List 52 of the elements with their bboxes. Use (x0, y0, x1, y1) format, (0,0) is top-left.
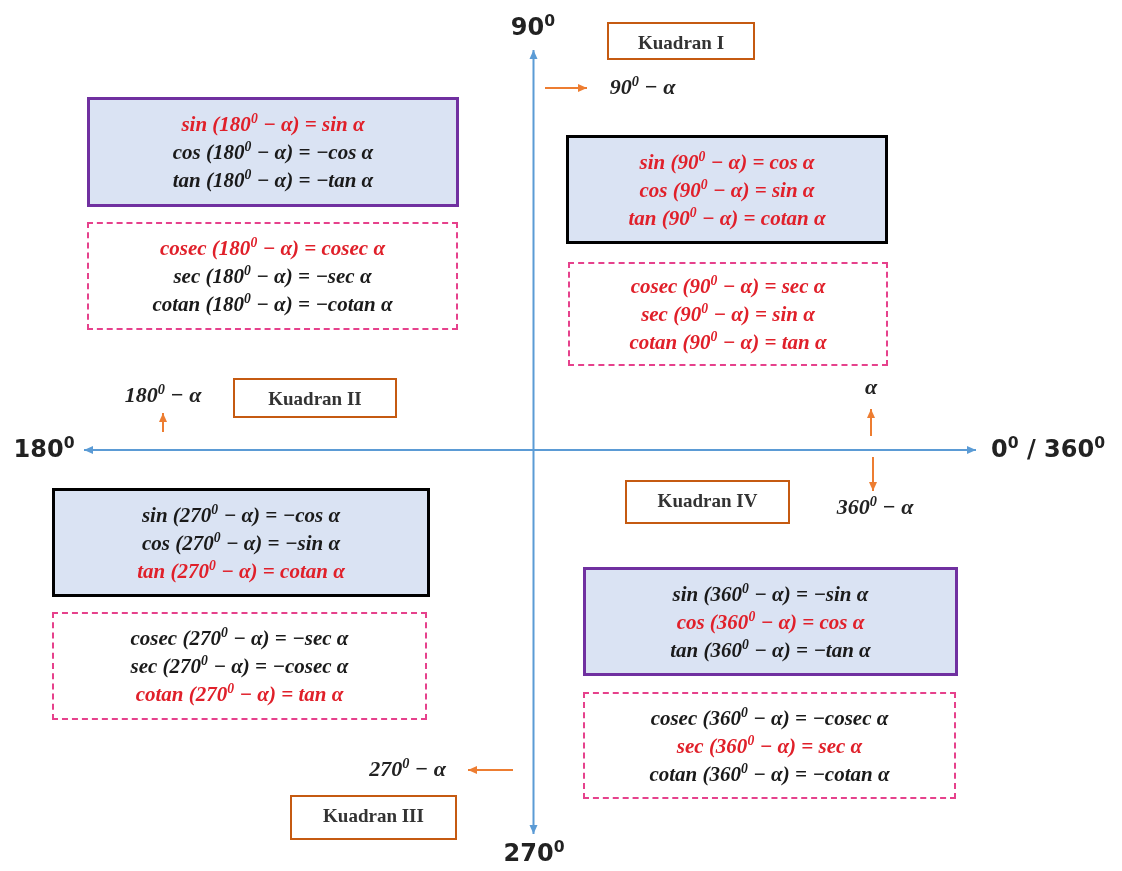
dashed-formula-box (583, 692, 956, 799)
formula-box (87, 97, 459, 207)
axis-label: 0$^{0}$ / 360$^{0}$ (978, 432, 1118, 468)
arrow (159, 412, 167, 433)
formula: tan (360$^{0}$ − α) = −tan α (670, 635, 871, 664)
formula: sec (270$^{0}$ − α) = −cosec α (130, 652, 349, 680)
arrow (544, 84, 588, 92)
formula: cosec (90$^{0}$ − α) = sec α (630, 272, 826, 300)
formula: cotan (360$^{0}$ − α) = −cotan α (649, 759, 890, 788)
formula: cosec (180$^{0}$ − α) = cosec α (160, 234, 385, 262)
axis-arrow (83, 446, 977, 454)
angle-label: α (856, 374, 886, 406)
dashed-formula-box (87, 222, 458, 330)
formula: cosec (360$^{0}$ − α) = −cosec α (650, 703, 889, 732)
formula: cos (180$^{0}$ − α) = −cos α (172, 138, 374, 166)
formula: tan (180$^{0}$ − α) = −tan α (172, 166, 374, 194)
dashed-formula-box (568, 262, 888, 366)
formula: tan (270$^{0}$ − α) = cotan α (137, 556, 345, 585)
formula: sec (90$^{0}$ − α) = sin α (641, 300, 815, 328)
formula-box (583, 567, 958, 676)
formula: sin (90$^{0}$ − α) = cos α (639, 147, 815, 176)
quadrant-label: Kuadran II (233, 378, 397, 418)
angle-label: 270$^{0}$ − α (350, 756, 465, 784)
axis-label: 90$^{0}$ (506, 10, 560, 48)
formula-box (52, 488, 430, 597)
formula: sec (360$^{0}$ − α) = sec α (676, 731, 863, 760)
formula: sec (180$^{0}$ − α) = −sec α (173, 262, 372, 290)
axis-label: 180$^{0}$ (6, 432, 82, 468)
formula: cos (90$^{0}$ − α) = sin α (639, 175, 815, 204)
formula: sin (180$^{0}$ − α) = sin α (181, 110, 365, 138)
arrow (869, 456, 877, 492)
quadrant-label: Kuadran I (607, 22, 755, 60)
arrow (467, 766, 514, 774)
formula: sin (270$^{0}$ − α) = −cos α (141, 500, 341, 529)
formula: cotan (180$^{0}$ − α) = −cotan α (152, 290, 393, 318)
axis-label: 270$^{0}$ (500, 836, 568, 870)
formula: cotan (90$^{0}$ − α) = tan α (629, 328, 827, 356)
formula-box (566, 135, 888, 244)
axis-arrow (529, 49, 538, 835)
arrow (867, 408, 875, 437)
angle-label: 360$^{0}$ − α (815, 494, 935, 522)
angle-label: 90$^{0}$ − α (590, 74, 695, 102)
quadrant-label: Kuadran III (290, 795, 457, 840)
formula: cosec (270$^{0}$ − α) = −sec α (130, 624, 349, 652)
formula: cotan (270$^{0}$ − α) = tan α (135, 680, 344, 708)
formula: sin (360$^{0}$ − α) = −sin α (672, 579, 869, 608)
quadrant-label: Kuadran IV (625, 480, 790, 524)
formula: cos (360$^{0}$ − α) = cos α (676, 607, 865, 636)
formula: tan (90$^{0}$ − α) = cotan α (628, 203, 826, 232)
formula: cos (270$^{0}$ − α) = −sin α (141, 528, 341, 557)
angle-label: 180$^{0}$ − α (108, 382, 218, 410)
dashed-formula-box (52, 612, 427, 720)
